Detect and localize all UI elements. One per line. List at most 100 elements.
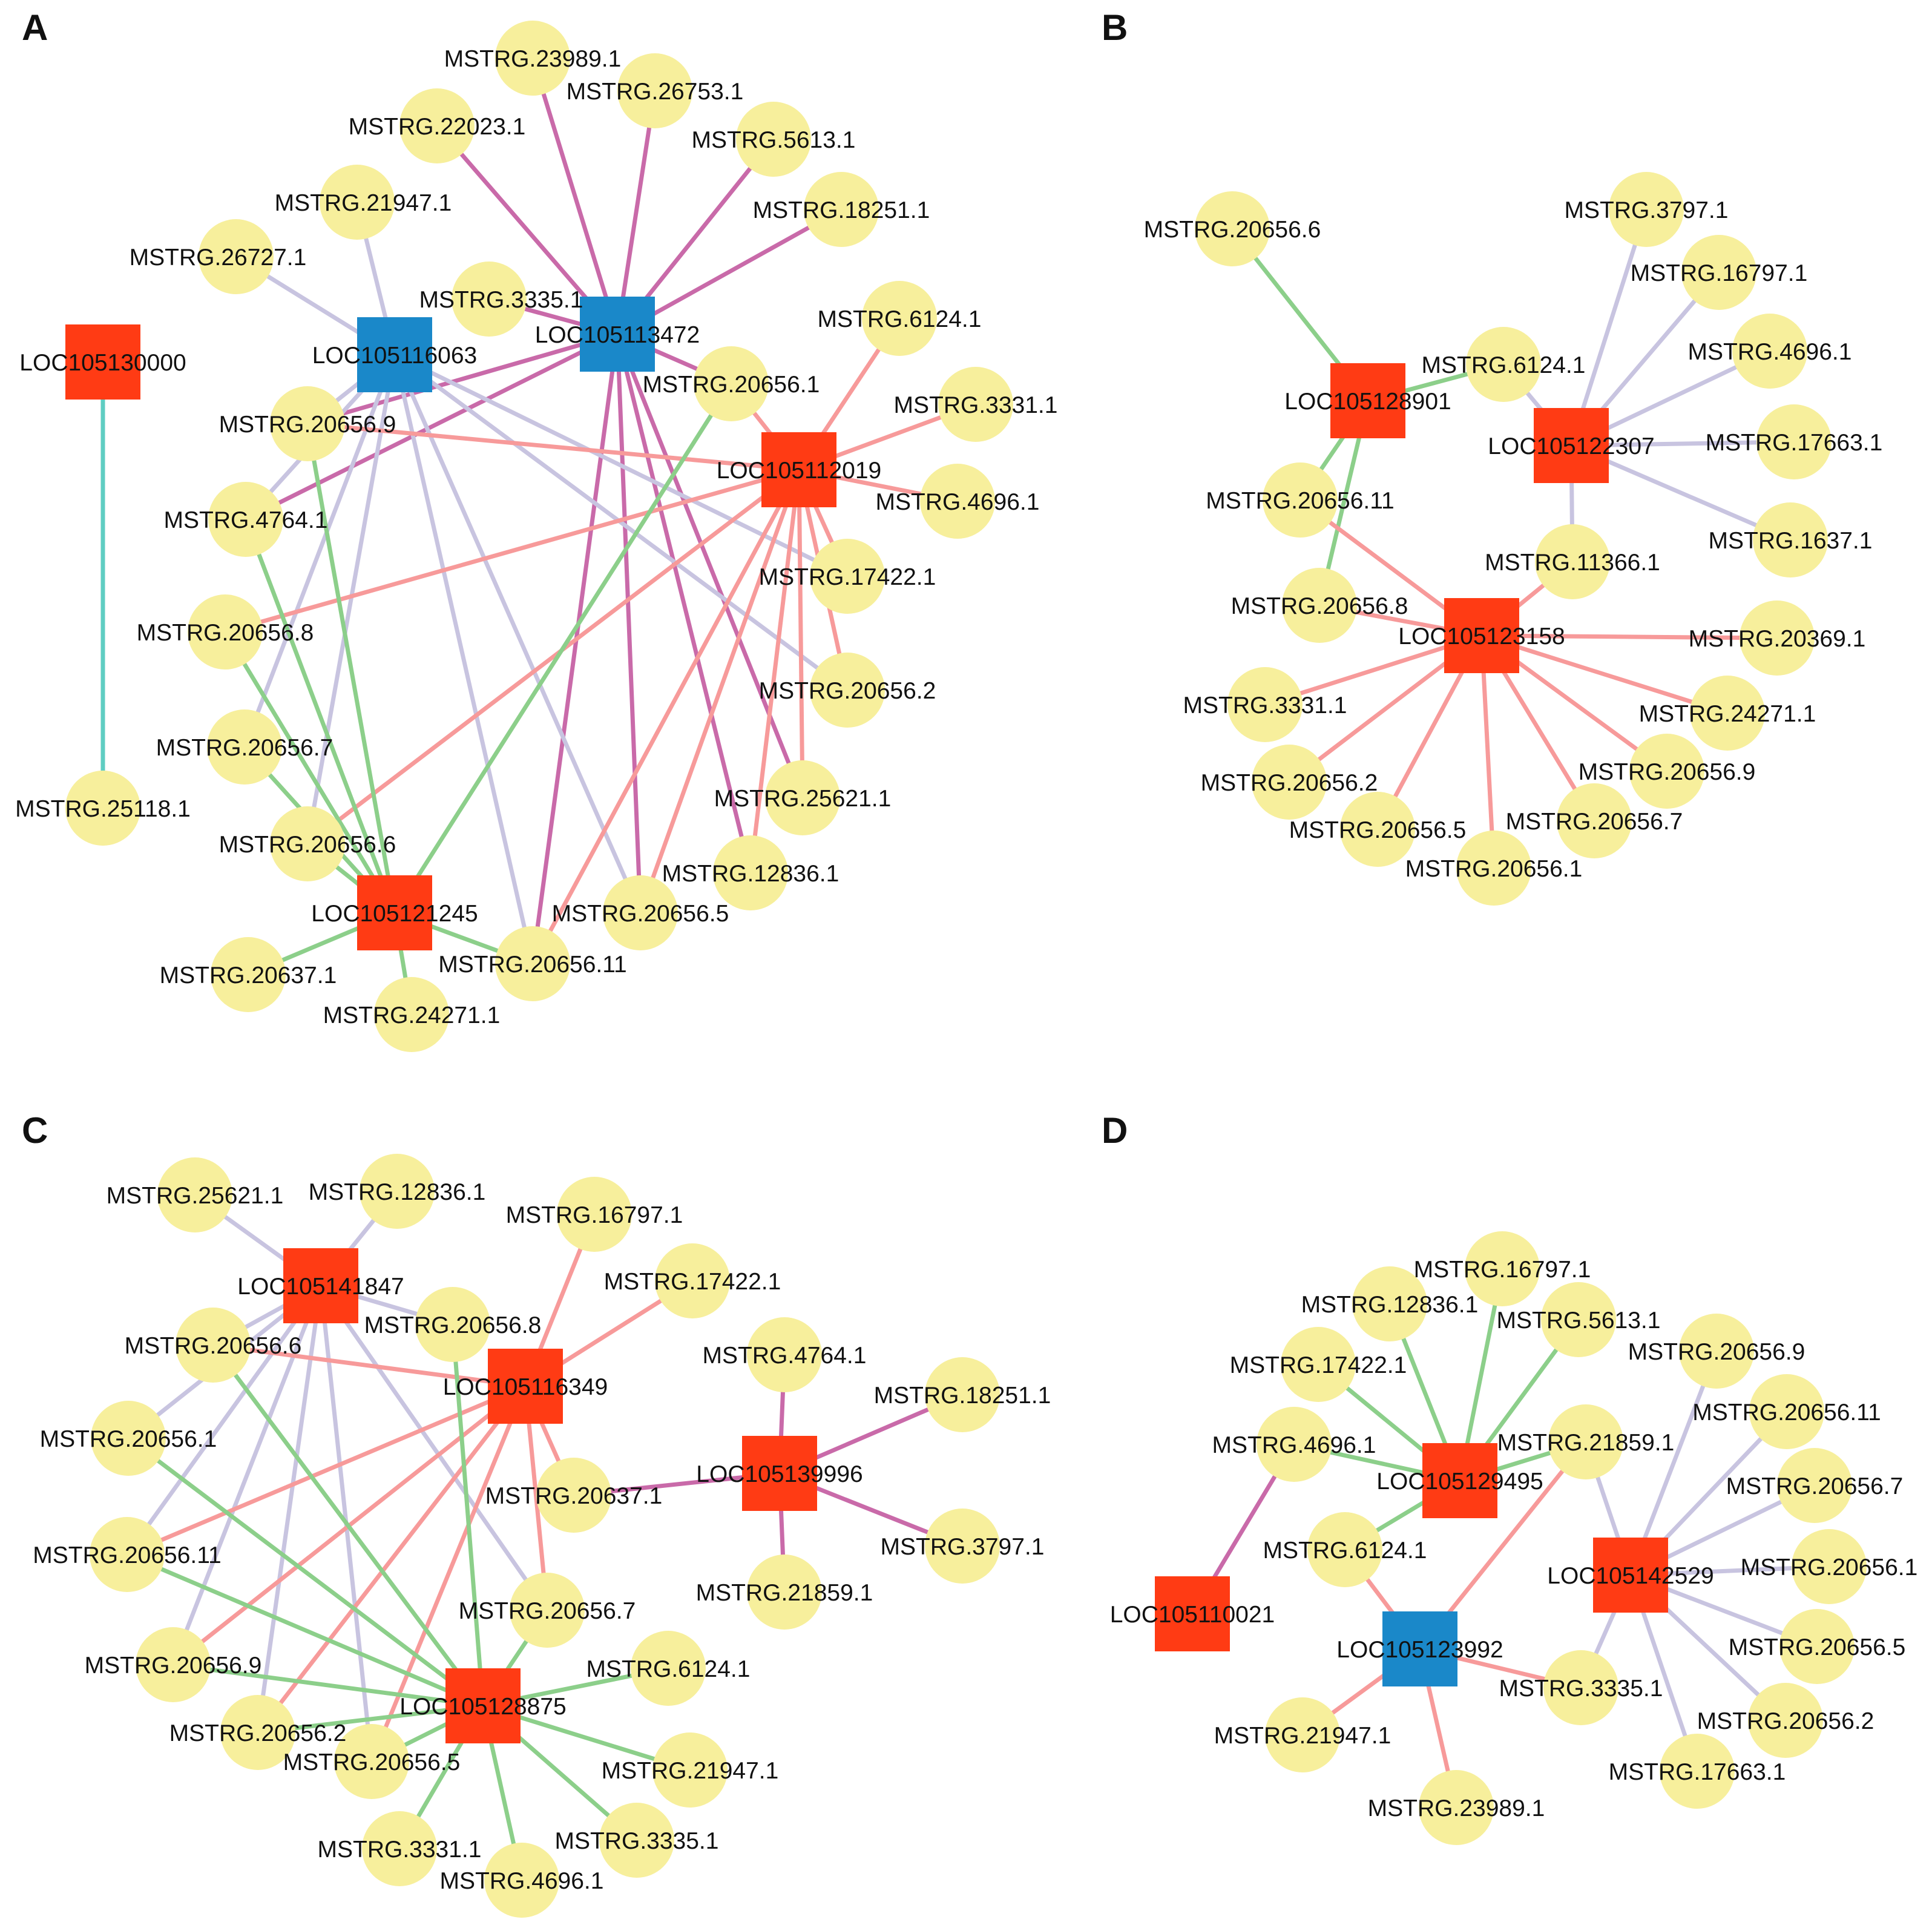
mrna-node-c-loc105139996[interactable]	[742, 1436, 817, 1511]
mrna-node-d-loc105142529[interactable]	[1593, 1538, 1668, 1613]
lncrna-node-c-mstrg-20637-1[interactable]	[536, 1458, 611, 1533]
lncrna-node-b-mstrg-20369-1[interactable]	[1740, 600, 1815, 676]
lncrna-node-c-mstrg-17422-1[interactable]	[655, 1243, 730, 1318]
lncrna-node-c-mstrg-3331-1[interactable]	[362, 1811, 437, 1886]
lncrna-node-c-mstrg-18251-1[interactable]	[925, 1357, 1000, 1432]
lncrna-node-c-mstrg-3335-1[interactable]	[599, 1803, 674, 1878]
lncrna-node-c-mstrg-20656-9[interactable]	[136, 1627, 211, 1702]
mrna-node-b-loc105123158[interactable]	[1444, 598, 1519, 673]
lncrna-node-b-mstrg-4696-1[interactable]	[1732, 314, 1807, 389]
lncrna-node-d-mstrg-12836-1[interactable]	[1352, 1266, 1427, 1341]
lncrna-node-b-mstrg-20656-11[interactable]	[1263, 462, 1338, 538]
lncrna-node-b-mstrg-11366-1[interactable]	[1535, 524, 1610, 599]
lncrna-node-b-mstrg-20656-1[interactable]	[1456, 831, 1531, 906]
lncrna-node-d-mstrg-16797-1[interactable]	[1465, 1231, 1540, 1306]
lncrna-node-a-mstrg-3331-1[interactable]	[938, 367, 1013, 442]
lncrna-node-d-mstrg-20656-1[interactable]	[1792, 1529, 1867, 1604]
lncrna-node-b-mstrg-20656-5[interactable]	[1340, 792, 1415, 867]
lncrna-node-a-mstrg-12836-1[interactable]	[713, 835, 788, 910]
lncrna-node-c-mstrg-21947-1[interactable]	[652, 1732, 728, 1808]
lncrna-node-a-mstrg-26753-1[interactable]	[617, 53, 692, 128]
lncrna-node-d-mstrg-4696-1[interactable]	[1257, 1407, 1332, 1482]
lncrna-node-a-mstrg-22023-1[interactable]	[399, 88, 475, 163]
lncrna-node-a-mstrg-25621-1[interactable]	[765, 760, 840, 835]
lncrna-node-c-mstrg-6124-1[interactable]	[631, 1631, 706, 1706]
lncrna-node-b-mstrg-20656-2[interactable]	[1252, 745, 1327, 820]
lncrna-node-d-mstrg-20656-7[interactable]	[1777, 1448, 1852, 1523]
lncrna-node-d-mstrg-6124-1[interactable]	[1307, 1512, 1382, 1587]
lncrna-node-a-mstrg-20656-6[interactable]	[270, 806, 345, 881]
lncrna-node-a-mstrg-26727-1[interactable]	[199, 219, 274, 294]
mrna-node-a-loc105130000[interactable]	[65, 324, 140, 400]
lncrna-node-d-mstrg-20656-2[interactable]	[1748, 1683, 1823, 1758]
lncrna-node-a-mstrg-20656-5[interactable]	[603, 875, 678, 950]
lncrna-node-a-mstrg-25118-1[interactable]	[65, 771, 140, 846]
lncrna-node-b-mstrg-17663-1[interactable]	[1756, 404, 1832, 479]
lncrna-node-b-mstrg-3797-1[interactable]	[1609, 172, 1684, 247]
lncrna-node-d-mstrg-20656-5[interactable]	[1779, 1609, 1855, 1684]
lncrna-node-c-mstrg-25621-1[interactable]	[157, 1157, 232, 1232]
lncrna-node-c-mstrg-3797-1[interactable]	[925, 1509, 1000, 1584]
mrna-node-d-loc105110021[interactable]	[1155, 1576, 1230, 1651]
lncrna-node-d-mstrg-3335-1[interactable]	[1543, 1650, 1618, 1725]
lncrna-node-c-mstrg-20656-1[interactable]	[91, 1401, 166, 1476]
lncrna-node-b-mstrg-20656-7[interactable]	[1557, 783, 1632, 858]
lncrna-node-a-mstrg-20656-8[interactable]	[188, 594, 263, 670]
lncrna-node-c-mstrg-12836-1[interactable]	[360, 1154, 435, 1229]
lncrna-node-a-mstrg-3335-1[interactable]	[452, 262, 527, 337]
lncrna-node-a-mstrg-23989-1[interactable]	[495, 21, 570, 96]
mrna-node-a-loc105112019[interactable]	[761, 432, 836, 507]
lncrna-node-a-mstrg-20656-9[interactable]	[270, 386, 345, 461]
lncrna-node-c-mstrg-21859-1[interactable]	[747, 1555, 822, 1630]
lncrna-node-d-mstrg-21947-1[interactable]	[1265, 1697, 1340, 1772]
lncrna-node-d-mstrg-17663-1[interactable]	[1660, 1734, 1735, 1809]
lncrna-node-a-mstrg-4764-1[interactable]	[208, 482, 283, 557]
lncrna-node-c-mstrg-20656-7[interactable]	[510, 1573, 585, 1648]
lncrna-node-b-mstrg-3331-1[interactable]	[1227, 667, 1303, 742]
mrna-node-b-loc105128901[interactable]	[1330, 363, 1405, 438]
lncrna-node-d-mstrg-20656-9[interactable]	[1679, 1314, 1754, 1389]
lncrna-node-b-mstrg-20656-6[interactable]	[1195, 191, 1270, 266]
lncrna-node-a-mstrg-21947-1[interactable]	[320, 165, 395, 240]
lncrna-node-b-mstrg-1637-1[interactable]	[1753, 502, 1828, 577]
lncrna-node-b-mstrg-6124-1[interactable]	[1466, 327, 1541, 402]
lncrna-node-a-mstrg-20656-1[interactable]	[694, 346, 769, 421]
lncrna-node-b-mstrg-20656-8[interactable]	[1282, 568, 1357, 643]
node-label-b-mstrg-3797-1: MSTRG.3797.1	[1565, 197, 1729, 223]
lncrna-node-a-mstrg-4696-1[interactable]	[920, 464, 995, 539]
lncrna-node-c-mstrg-20656-2[interactable]	[220, 1695, 295, 1770]
lncrna-node-d-mstrg-17422-1[interactable]	[1281, 1327, 1356, 1402]
lncrna-node-a-mstrg-24271-1[interactable]	[374, 977, 449, 1052]
mrna-node-a-loc105116063[interactable]	[357, 317, 432, 392]
lncrna-node-c-mstrg-4696-1[interactable]	[484, 1843, 559, 1918]
lncrna-node-d-mstrg-23989-1[interactable]	[1419, 1770, 1494, 1845]
lncrna-node-c-mstrg-20656-6[interactable]	[176, 1308, 251, 1383]
lncrna-node-c-mstrg-4764-1[interactable]	[747, 1317, 822, 1392]
lncrna-node-c-mstrg-20656-11[interactable]	[90, 1517, 165, 1592]
mrna-node-a-loc105121245[interactable]	[357, 875, 432, 950]
lncrna-node-d-mstrg-5613-1[interactable]	[1541, 1282, 1616, 1357]
mrna-node-d-loc105129495[interactable]	[1422, 1443, 1497, 1518]
mrna-node-b-loc105122307[interactable]	[1534, 408, 1609, 483]
mrna-node-c-loc105116349[interactable]	[488, 1349, 563, 1424]
lncrna-node-b-mstrg-20656-9[interactable]	[1629, 734, 1704, 809]
lncrna-node-a-mstrg-18251-1[interactable]	[804, 172, 879, 247]
lncrna-node-d-mstrg-20656-11[interactable]	[1749, 1374, 1824, 1449]
mrna-node-c-loc105141847[interactable]	[283, 1248, 358, 1323]
lncrna-node-d-mstrg-21859-1[interactable]	[1548, 1404, 1623, 1479]
lncrna-node-c-mstrg-16797-1[interactable]	[557, 1177, 632, 1252]
lncrna-node-a-mstrg-20637-1[interactable]	[211, 937, 286, 1012]
lncrna-node-c-mstrg-20656-5[interactable]	[334, 1724, 409, 1799]
lncrna-node-a-mstrg-20656-2[interactable]	[810, 653, 885, 728]
lncrna-node-a-mstrg-5613-1[interactable]	[736, 102, 811, 177]
mrna-node-c-loc105128875[interactable]	[445, 1668, 521, 1743]
lncrna-node-a-mstrg-20656-7[interactable]	[207, 709, 282, 785]
lncrna-node-a-mstrg-6124-1[interactable]	[862, 281, 937, 356]
lncrna-node-a-mstrg-17422-1[interactable]	[810, 539, 885, 614]
mrna-node-a-loc105113472[interactable]	[580, 297, 655, 372]
mrna-node-d-loc105123992[interactable]	[1382, 1611, 1457, 1686]
lncrna-node-b-mstrg-16797-1[interactable]	[1681, 235, 1756, 310]
lncrna-node-c-mstrg-20656-8[interactable]	[415, 1287, 490, 1362]
lncrna-node-a-mstrg-20656-11[interactable]	[495, 926, 570, 1001]
lncrna-node-b-mstrg-24271-1[interactable]	[1690, 676, 1765, 751]
